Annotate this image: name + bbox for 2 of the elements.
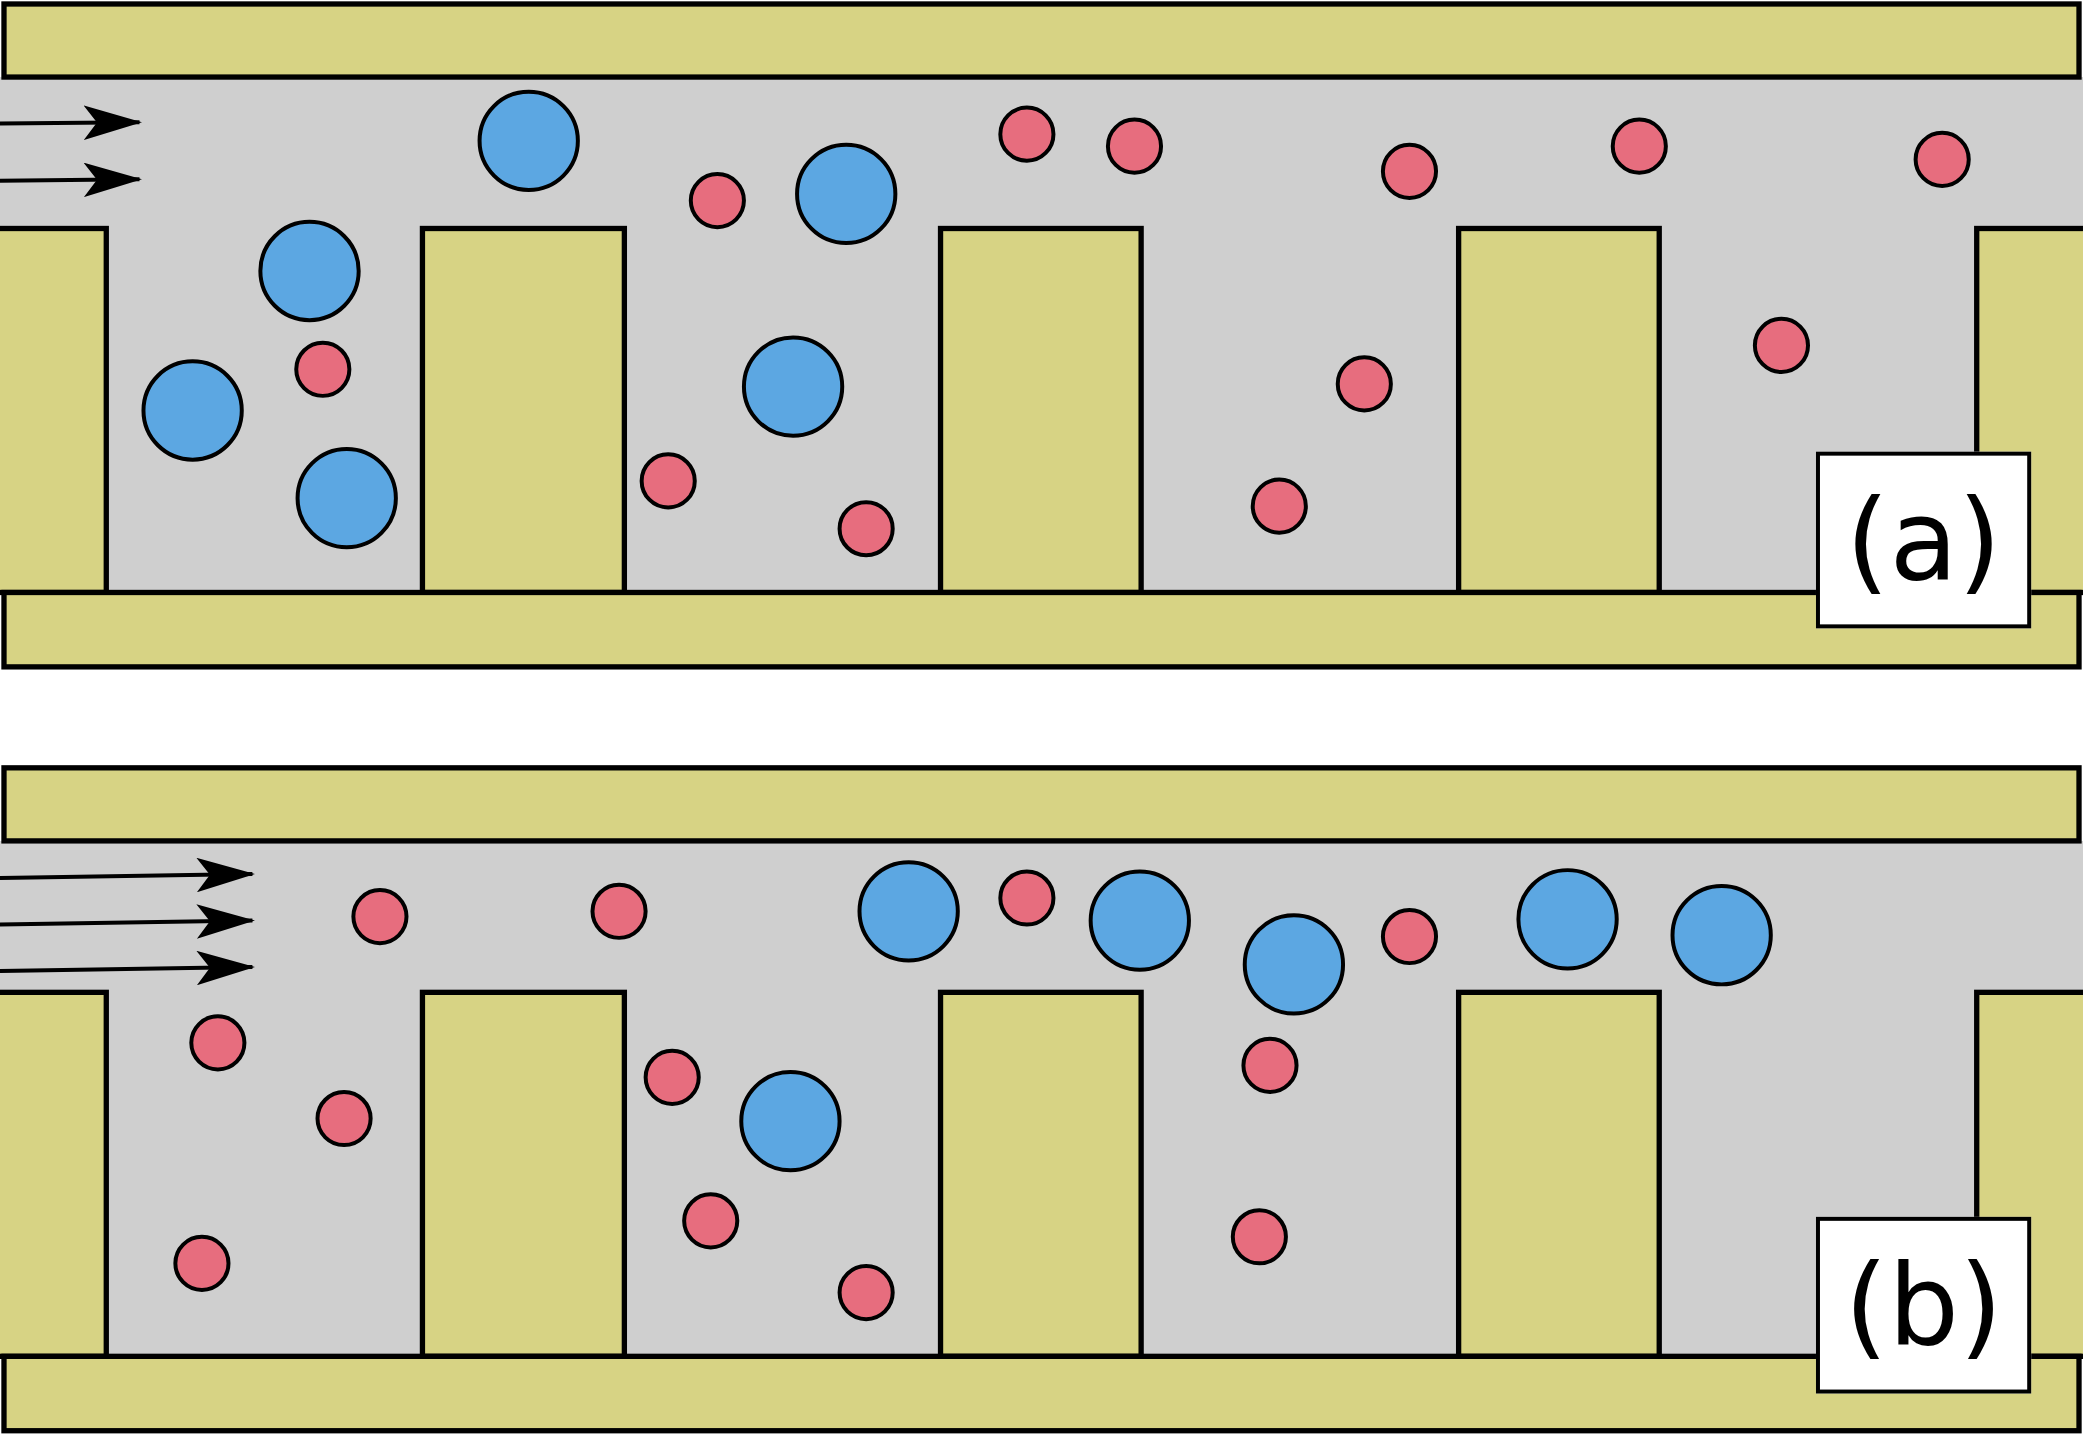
panel-label: (b) [1816,1216,2032,1394]
panel-label: (a) [1816,451,2032,629]
